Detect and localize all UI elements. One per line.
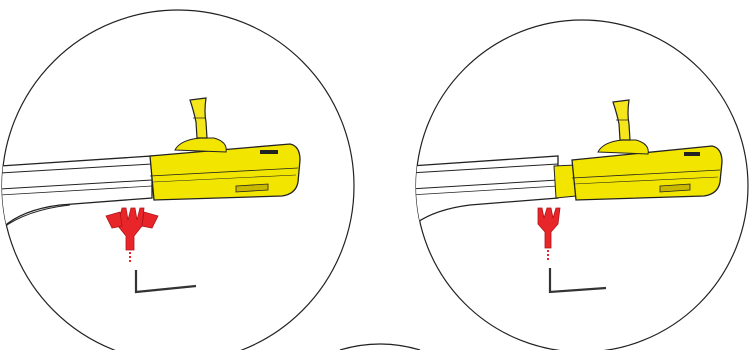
right-panel xyxy=(415,19,749,350)
hex-key-icon xyxy=(134,270,197,294)
armrest-icon xyxy=(2,155,153,232)
y-tool-icon xyxy=(105,207,159,262)
hex-key-icon xyxy=(548,268,607,294)
joystick-icon xyxy=(553,99,723,201)
joystick-icon xyxy=(149,97,301,201)
bottom-detail-circle-partial xyxy=(339,343,421,350)
y-tool-icon xyxy=(537,207,561,262)
left-panel xyxy=(1,9,355,350)
armrest-icon xyxy=(416,155,559,230)
